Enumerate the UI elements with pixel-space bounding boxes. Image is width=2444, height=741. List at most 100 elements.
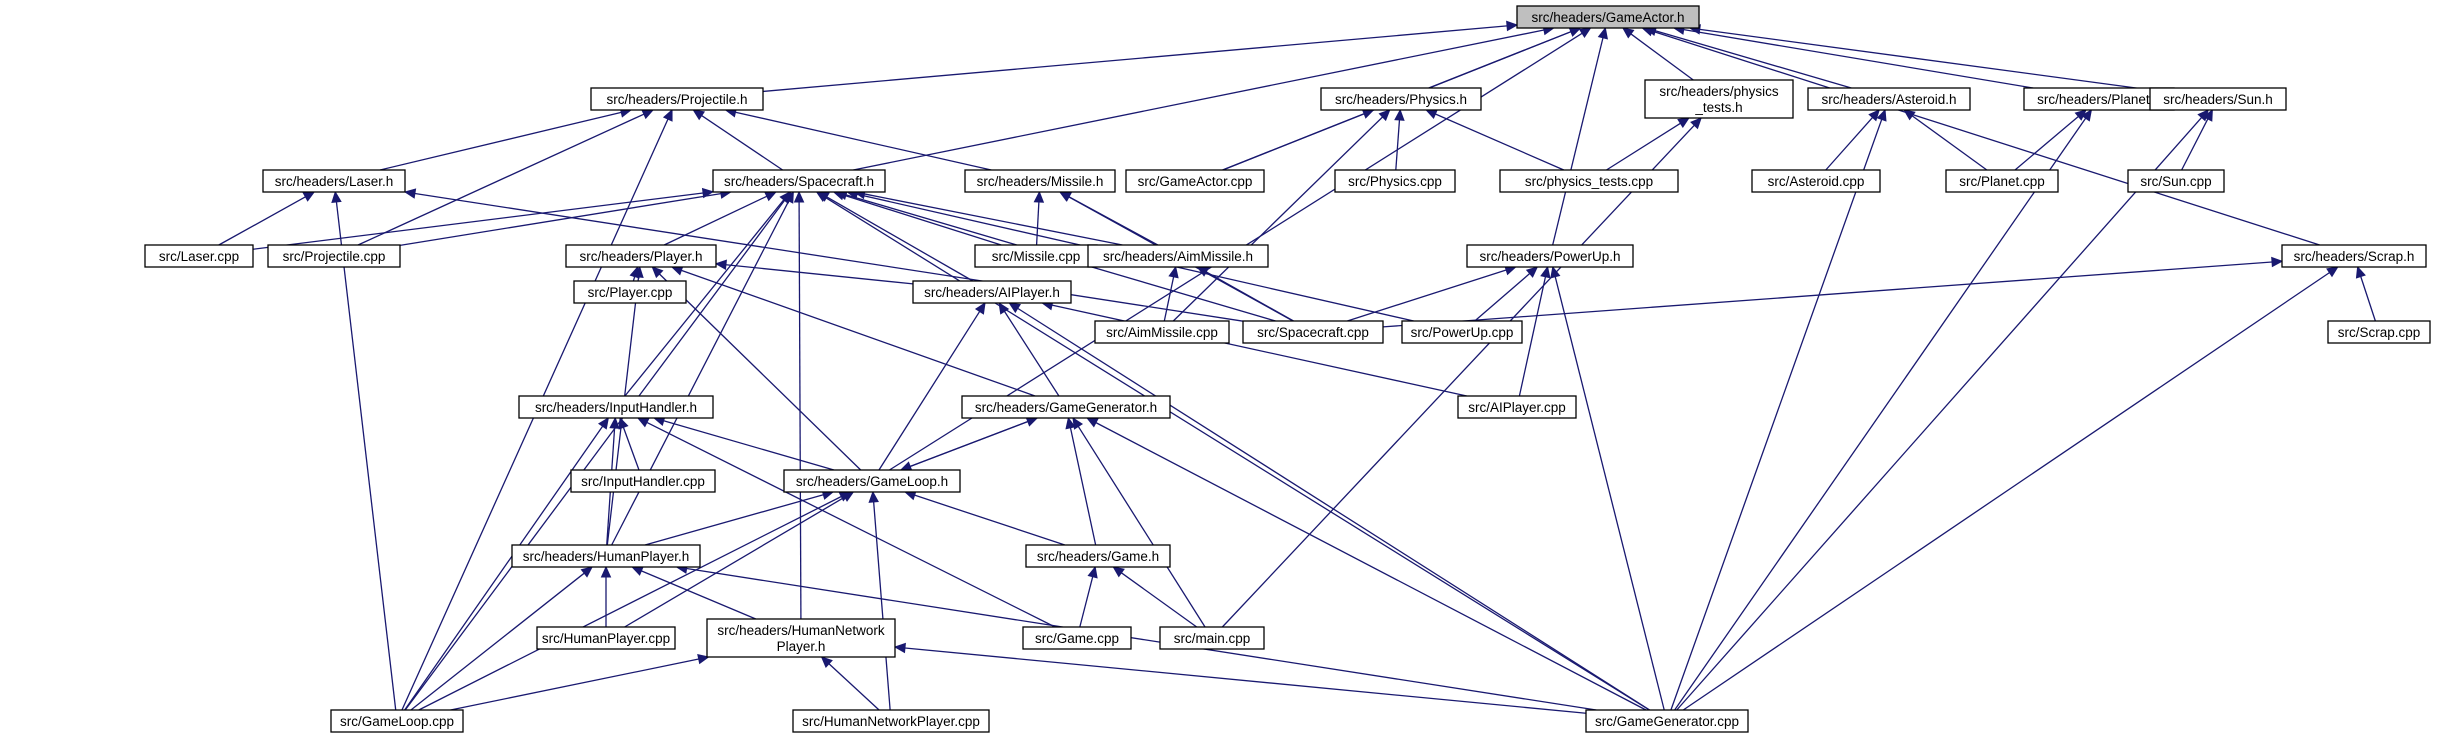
edge-physics_tests_cpp-to-physics_h [1435,113,1565,171]
node-label: src/Scrap.cpp [2338,325,2421,340]
node-label: src/AimMissile.cpp [1106,325,1218,340]
node-humannetworkplayer-cpp[interactable]: src/HumanNetworkPlayer.cpp [792,709,990,733]
node-laser-h[interactable]: src/headers/Laser.h [262,169,406,193]
edge-scrap_h-to-gameactor_h [1651,30,2320,246]
edge-projectile_cpp-to-projectile_h [357,113,645,246]
edge-inputhandler_cpp-to-inputhandler_h [622,427,640,471]
edge-main_cpp-to-physics_tests_h [1221,124,1695,628]
node-label: src/headers/HumanPlayer.h [523,549,690,564]
node-powerup-h[interactable]: src/headers/PowerUp.h [1466,244,1634,268]
arrowhead-projectile_h [692,109,706,121]
node-inputhandler-cpp[interactable]: src/InputHandler.cpp [570,469,716,493]
node-label: src/headers/InputHandler.h [535,400,697,415]
node-humanplayer-h[interactable]: src/headers/HumanPlayer.h [511,544,701,568]
arrowhead-laser_h [403,188,417,199]
node-spacecraft-cpp[interactable]: src/Spacecraft.cpp [1242,320,1384,344]
node-gameactor-cpp[interactable]: src/GameActor.cpp [1125,169,1265,193]
edge-physics_tests_cpp-to-physics_tests_h [1606,122,1681,171]
arrowhead-aiplayer_h [974,301,986,315]
node-projectile-h[interactable]: src/headers/Projectile.h [590,87,764,111]
node-label: src/Game.cpp [1035,631,1119,646]
node-spacecraft-h[interactable]: src/headers/Spacecraft.h [712,169,886,193]
arrowhead-planet_h [2081,108,2093,122]
edge-powerup_h-to-gameactor_h [1552,37,1604,246]
node-missile-h[interactable]: src/headers/Missile.h [964,169,1116,193]
node-sun-h[interactable]: src/headers/Sun.h [2149,87,2287,111]
arrowhead-laser_h [331,190,342,204]
node-asteroid-h[interactable]: src/headers/Asteroid.h [1807,87,1971,111]
node-box [570,469,716,493]
node-aiplayer-cpp[interactable]: src/AIPlayer.cpp [1457,395,1577,419]
node-label: _tests.h [1694,100,1742,115]
node-physics-cpp[interactable]: src/Physics.cpp [1334,169,1456,193]
node-box [1457,395,1577,419]
node-label: src/HumanPlayer.cpp [542,631,670,646]
node-powerup-cpp[interactable]: src/PowerUp.cpp [1401,320,1523,344]
node-gameactor-h[interactable]: src/headers/GameActor.h [1516,5,1700,29]
edge-asteroid_cpp-to-asteroid_h [1825,117,1874,171]
arrowhead-humannetworkplayer_h [820,656,833,668]
node-player-cpp[interactable]: src/Player.cpp [573,280,687,304]
node-box [565,244,717,268]
node-label: src/headers/Asteroid.h [1821,92,1956,107]
arrowhead-gamegenerator_h [1072,416,1084,430]
edge-gamegenerator_h-to-player_h [681,269,1036,397]
node-physics-tests-h[interactable]: src/headers/physics_tests.h [1644,79,1794,119]
node-physics-h[interactable]: src/headers/Physics.h [1320,87,1482,111]
node-game-cpp[interactable]: src/Game.cpp [1022,626,1132,650]
edge-player_h-to-spacecraft_h [663,195,768,246]
node-label: src/headers/AIPlayer.h [924,285,1060,300]
node-asteroid-cpp[interactable]: src/Asteroid.cpp [1751,169,1881,193]
edge-projectile_cpp-to-spacecraft_h [399,192,722,246]
arrowhead-player_h [714,259,727,271]
node-gameloop-cpp[interactable]: src/GameLoop.cpp [330,709,464,733]
arrowhead-powerup_h [1525,266,1539,278]
edge-gameloop_cpp-to-gameloop_h [418,495,842,711]
node-projectile-cpp[interactable]: src/Projectile.cpp [267,244,401,268]
edge-laser_h-to-projectile_h [379,111,622,171]
node-humannetworkplayer-h[interactable]: src/headers/HumanNetworkPlayer.h [706,618,896,658]
node-label: src/Sun.cpp [2140,174,2211,189]
node-scrap-cpp[interactable]: src/Scrap.cpp [2327,320,2431,344]
arrowhead-humanplayer_h [631,566,644,576]
node-box [2149,87,2287,111]
node-laser-cpp[interactable]: src/Laser.cpp [144,244,254,268]
node-aiplayer-h[interactable]: src/headers/AIPlayer.h [912,280,1072,304]
arrowhead-physics_tests_h [1690,117,1702,130]
node-label: src/headers/GameGenerator.h [975,400,1157,415]
node-player-h[interactable]: src/headers/Player.h [565,244,717,268]
node-gamegenerator-cpp[interactable]: src/GameGenerator.cpp [1585,709,1749,733]
node-label: Player.h [777,639,826,654]
arrowhead-physics_h [1361,108,1375,119]
node-label: src/headers/Scrap.h [2294,249,2415,264]
node-game-h[interactable]: src/headers/Game.h [1025,544,1171,568]
node-gamegenerator-h[interactable]: src/headers/GameGenerator.h [961,395,1171,419]
node-box [1334,169,1456,193]
node-box [1242,320,1384,344]
node-main-cpp[interactable]: src/main.cpp [1159,626,1265,650]
node-planet-cpp[interactable]: src/Planet.cpp [1945,169,2059,193]
arrowhead-scrap_h [2271,256,2284,268]
node-physics-tests-cpp[interactable]: src/physics_tests.cpp [1499,169,1679,193]
arrowhead-gameloop_h [868,490,879,503]
edge-inputhandler_h-to-spacecraft_h [624,199,785,397]
node-humanplayer-cpp[interactable]: src/HumanPlayer.cpp [536,626,676,650]
node-aimmissile-h[interactable]: src/headers/AimMissile.h [1087,244,1269,268]
edge-aimmissile_h-to-spacecraft_h [864,193,1123,246]
node-scrap-h[interactable]: src/headers/Scrap.h [2281,244,2427,268]
node-label: src/physics_tests.cpp [1525,174,1653,189]
edge-gamegenerator_cpp-to-planet_h [1674,117,2087,711]
node-inputhandler-h[interactable]: src/headers/InputHandler.h [518,395,714,419]
node-box [262,169,406,193]
node-gameloop-h[interactable]: src/headers/GameLoop.h [783,469,961,493]
node-aimmissile-cpp[interactable]: src/AimMissile.cpp [1094,320,1230,344]
arrowhead-humannetworkplayer_h [893,642,906,654]
node-sun-cpp[interactable]: src/Sun.cpp [2127,169,2225,193]
node-label: src/headers/Spacecraft.h [724,174,874,189]
node-box [1807,87,1971,111]
node-planet-h[interactable]: src/headers/Planet.h [2023,87,2175,111]
node-missile-cpp[interactable]: src/Missile.cpp [974,244,1098,268]
edge-game_h-to-gameloop_h [914,494,1066,546]
arrowhead-laser_h [302,191,316,202]
